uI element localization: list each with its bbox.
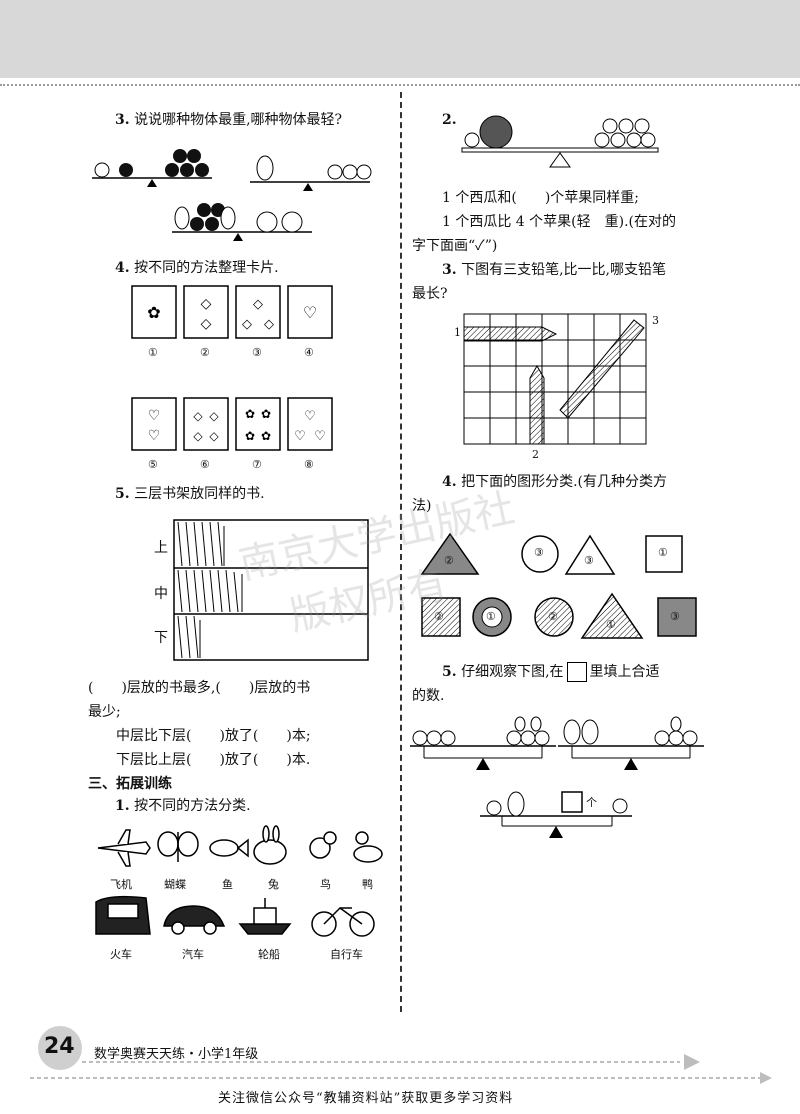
right-q5-heading: 5. 仔细观察下图,在里填上合适 [442,662,660,682]
header-band [0,0,800,78]
right-q5-scale-2 [558,716,704,770]
column-divider [400,92,402,1012]
shape-label-r1-2: ③ [534,546,544,559]
pencil-label-1: 1 [454,326,461,339]
left-q4-cards-row2: ♡ ♡ ◇ ◇ ◇ ◇ ✿ ✿ ✿ ✿ ♡ ♡ ♡ [131,397,333,451]
answer-box-unit: 个 [586,796,597,809]
bookshelf-figure [173,519,369,661]
pictures-row1 [97,825,383,867]
shelf-label-top: 上 [154,540,168,556]
card-label-1: ① [148,346,158,359]
svg-text:✿: ✿ [261,407,271,421]
svg-text:◇: ◇ [193,409,203,423]
svg-text:♡: ♡ [294,429,306,444]
svg-text:♡: ♡ [314,429,326,444]
svg-text:✿: ✿ [245,429,255,443]
shelf-label-bottom: 下 [154,630,168,646]
svg-text:◇: ◇ [193,429,203,443]
footer-note: 关注微信公众号“教辅资料站”获取更多学习资料 [218,1091,514,1106]
left-q4-cards-row1: ✿ ◇◇ ◇◇◇ ♡ [131,285,333,339]
svg-text:✿: ✿ [245,407,255,421]
left-q5-line2: 中层比下层( )放了( )本; [116,728,311,744]
left-q3-scale-1 [92,149,212,187]
right-q5-line2: 的数. [412,688,445,704]
right-q4-heading: 4. 把下面的图形分类.(有几种分类方 [442,474,667,490]
card-label-3: ③ [252,346,262,359]
shape-label-r2-2: ① [486,610,496,623]
svg-text:♡: ♡ [304,409,316,424]
right-q2-line2: 1 个西瓜比 4 个苹果(轻 重).(在对的 [442,214,677,230]
picture-label-car: 汽车 [182,948,204,961]
picture-label-bird: 鸟 [320,878,331,891]
left-q4-heading: 4. 按不同的方法整理卡片. [115,260,279,276]
card-label-6: ⑥ [200,458,210,471]
right-q3-heading: 3. 下图有三支铅笔,比一比,哪支铅笔 [442,262,666,278]
shelf-label-middle: 中 [154,586,168,602]
shapes-row1 [420,532,683,575]
left-q3-scale-2 [250,155,372,191]
card-label-8: ⑧ [304,458,314,471]
page-number: 24 [44,1034,75,1059]
right-q2-heading: 2. [442,112,457,128]
svg-text:♡: ♡ [303,303,317,322]
pictures-row2 [95,895,375,937]
right-q2-line1: 1 个西瓜和( )个苹果同样重; [442,190,639,206]
footer-ornament [30,1026,772,1084]
picture-label-fish: 鱼 [222,878,233,891]
shape-label-r1-3: ③ [584,554,594,567]
shape-label-r1-1: ② [444,554,454,567]
answer-box-icon [566,662,587,682]
right-q3-line2: 最长? [412,286,448,302]
shape-label-r2-3: ② [548,610,558,623]
picture-label-ship: 轮船 [258,948,280,961]
svg-text:✿: ✿ [261,429,271,443]
right-q5-scale-1 [410,716,556,770]
section-heading-extension: 三、拓展训练 [88,776,172,792]
card-label-7: ⑦ [252,458,262,471]
picture-label-train: 火车 [110,948,132,961]
shapes-row2 [421,592,697,639]
picture-label-bicycle: 自行车 [330,948,363,961]
left-q5-line1a: ( )层放的书最多,( )层放的书 [88,680,311,696]
svg-text:♡: ♡ [148,408,161,424]
svg-text:◇: ◇ [209,429,219,443]
svg-text:◇: ◇ [242,317,252,332]
left-q3-scale-3 [172,203,312,241]
shape-label-r2-4: ① [606,618,616,631]
shape-label-r1-4: ① [658,546,668,559]
left-q5-line3: 下层比上层( )放了( )本. [116,752,311,768]
left-q5-line1b: 最少; [88,704,121,720]
pencil-label-3: 3 [652,314,659,327]
svg-text:◇: ◇ [209,409,219,423]
svg-text:♡: ♡ [148,428,161,444]
card-label-4: ④ [304,346,314,359]
card-label-2: ② [200,346,210,359]
right-q2-line3: 字下面画“✓”) [412,238,498,254]
svg-text:◇: ◇ [264,317,274,332]
picture-label-plane: 飞机 [110,878,132,891]
left-q3-heading: 3. 说说哪种物体最重,哪种物体最轻? [115,112,343,128]
left-q5-heading: 5. 三层书架放同样的书. [115,486,265,502]
card-label-5: ⑤ [148,458,158,471]
svg-text:✿: ✿ [147,303,160,322]
right-q4-line2: 法) [412,498,432,514]
pencil-grid-figure [463,313,647,445]
shape-label-r2-5: ③ [670,610,680,623]
header-dotted-rule [0,84,800,86]
picture-label-butterfly: 蝴蝶 [164,878,186,891]
picture-label-rabbit: 兔 [268,878,279,891]
right-q2-scale [461,115,659,168]
right-q5-scale-3 [480,791,632,838]
shape-label-r2-1: ② [434,610,444,623]
svg-text:◇: ◇ [253,297,263,312]
picture-label-duck: 鸭 [362,878,373,891]
svg-text:◇: ◇ [201,316,212,332]
svg-text:◇: ◇ [201,296,212,312]
book-title: 数学奥赛天天练・小学1年级 [94,1047,259,1062]
pencil-label-2: 2 [532,448,539,461]
left-s1-heading: 1. 按不同的方法分类. [115,798,251,814]
